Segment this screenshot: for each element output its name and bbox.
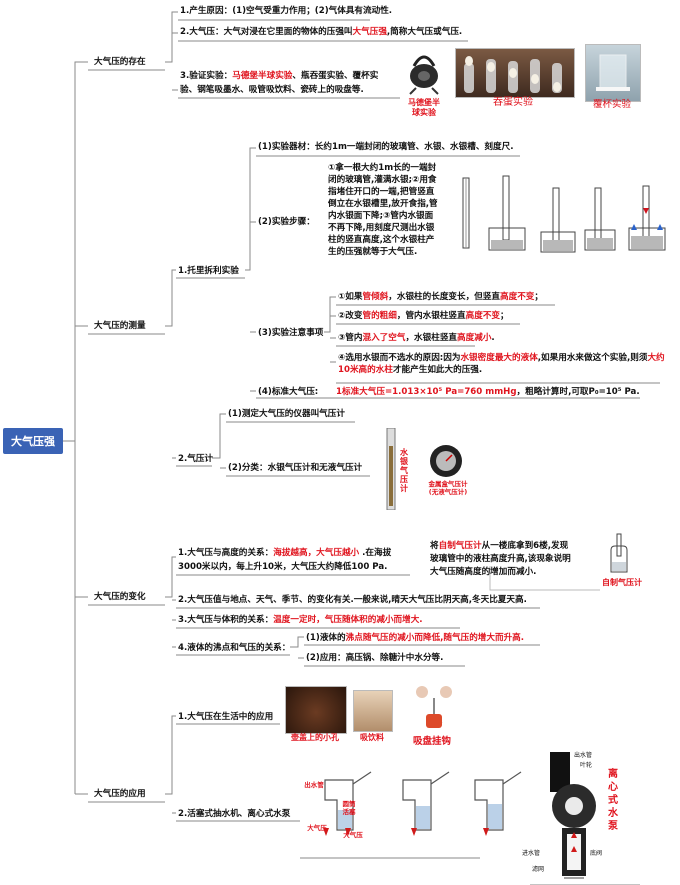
label-cf-impeller: 叶轮 xyxy=(580,762,593,769)
change-boil-label: 4.液体的沸点和气压的关系： xyxy=(178,643,291,653)
note-1: ①如果管倾斜，水银柱的长度变长，但竖直高度不变； xyxy=(338,292,543,302)
change-height-2: 3000米以内，每上升10米，大气压大约降低100 Pa. xyxy=(178,562,388,572)
caption-egg: 吞蛋实验 xyxy=(493,97,533,108)
label-cf-outlet: 出水管 xyxy=(574,752,593,759)
existence-verify-2: 验、钢笔吸墨水、吸管吸饮料、瓷砖上的吸盘等. xyxy=(180,85,364,95)
branch-measure[interactable]: 大气压的测量 xyxy=(94,321,146,331)
barometer-node[interactable]: 2.气压计 xyxy=(178,454,214,464)
existence-definition: 2.大气压：大气对浸在它里面的物体的压强叫大气压强,简称大气压或气压. xyxy=(180,27,463,37)
drinking-straw-image xyxy=(353,690,393,732)
steps-text: ①拿一根大约1m长的一端封闭的玻璃管,灌满水银;②用食指堵住开口的一端,把管竖直… xyxy=(328,163,438,257)
label-cf-filter: 滤网 xyxy=(532,866,545,873)
torricelli-node[interactable]: 1.托里拆利实验 xyxy=(178,266,239,276)
note-3: ③管内混入了空气，水银柱竖直高度减小. xyxy=(338,333,495,343)
cup-experiment-image xyxy=(585,44,641,102)
caption-cup: 覆杯实验 xyxy=(592,99,631,110)
change-place: 2.大气压值与地点、天气、季节、的变化有关.一般来说,晴天大气压比阴天高,冬天比… xyxy=(178,595,527,605)
aneroid-barometer-image xyxy=(430,445,462,477)
branch-application[interactable]: 大气压的应用 xyxy=(94,789,146,799)
note-4: ④选用水银而不选水的原因:因为水银密度最大的液体,如果用水来做这个实验,则须大约… xyxy=(338,353,665,375)
existence-cause: 1.产生原因：(1)空气受重力作用；(2)气体具有流动性. xyxy=(180,6,393,16)
barometer-definition: (1)测定大气压的仪器叫气压计 xyxy=(228,409,345,419)
caption-teapot: 壶盖上的小孔 xyxy=(291,733,339,742)
egg-experiment-image xyxy=(455,48,575,98)
change-boil-2: (2)应用：高压锅、除糖汁中水分等. xyxy=(306,653,444,663)
standard-value: 1标准大气压=1.013×10⁵ Pa=760 mmHg，粗略计算时,可取P₀=… xyxy=(336,387,640,397)
selfmade-barometer-image xyxy=(610,533,628,573)
label-pressure-1: 大气压 xyxy=(307,824,327,832)
change-height: 1.大气压与高度的关系：海拔越高，大气压越小 .在海拔 xyxy=(178,548,392,558)
caption-drink: 吸饮料 xyxy=(360,733,384,742)
application-pump: 2.活塞式抽水机、离心式水泵 xyxy=(178,809,291,819)
caption-selfmade-barometer: 自制气压计 xyxy=(602,578,642,587)
change-boil-1: (1)液体的沸点随气压的减小而降低,随气压的增大而升高. xyxy=(306,633,525,643)
change-volume: 3.大气压与体积的关系：温度一定时，气压随体积的减小而增大. xyxy=(178,615,423,625)
centrifugal-pump-label: 离 心 式 水 泵 xyxy=(608,769,618,832)
teapot-image xyxy=(285,686,347,734)
standard-label: (4)标准大气压: xyxy=(258,387,319,397)
selfmade-line-3: 大气压随高度的增加而减小. xyxy=(430,567,537,577)
root-node[interactable]: 大气压强 xyxy=(3,428,63,454)
caption-hook: 吸盘挂钩 xyxy=(412,736,451,747)
branch-change[interactable]: 大气压的变化 xyxy=(94,592,146,602)
label-pressure-2: 大气压 xyxy=(343,831,363,839)
selfmade-line-2: 玻璃管中的液柱高度升高,该现象说明 xyxy=(430,554,571,564)
piston-pump-diagram xyxy=(323,771,522,836)
barometer-types: (2)分类：水银气压计和无液气压计 xyxy=(228,463,363,473)
label-outlet: 出水管 xyxy=(304,781,324,789)
suction-hook-image xyxy=(416,686,452,728)
branch-existence[interactable]: 大气压的存在 xyxy=(94,57,146,67)
application-life: 1.大气压在生活中的应用 xyxy=(178,712,274,722)
label-cf-valve: 底阀 xyxy=(590,850,603,857)
label-cf-inlet: 进水管 xyxy=(522,850,541,857)
caption-magdeburg: 马德堡半 球实验 xyxy=(408,98,440,117)
torricelli-diagram xyxy=(462,175,666,253)
caption-aneroid-barometer: 金属盒气压计 (无液气压计) xyxy=(428,480,468,496)
notes-label: (3)实验注意事项 xyxy=(258,328,324,338)
centrifugal-pump-diagram xyxy=(550,752,596,879)
caption-mercury-barometer: 水银气压计 xyxy=(400,448,408,493)
note-2: ②改变管的粗细，管内水银柱竖直高度不变； xyxy=(338,311,509,321)
mercury-barometer-image xyxy=(386,428,396,510)
label-cylinder-piston: 圆筒 活塞 xyxy=(342,800,356,816)
steps-label: (2)实验步骤： xyxy=(258,217,315,227)
existence-verify: 3.验证实验：马德堡半球实验、瓶吞蛋实验、覆杯实 xyxy=(180,71,379,81)
selfmade-line-1: 将自制气压计从一楼底拿到6楼,发现 xyxy=(430,541,569,551)
equipment: (1)实验器材：长约1m一端封闭的玻璃管、水银、水银槽、刻度尺. xyxy=(258,142,514,152)
magdeburg-hemispheres-image xyxy=(409,55,439,95)
